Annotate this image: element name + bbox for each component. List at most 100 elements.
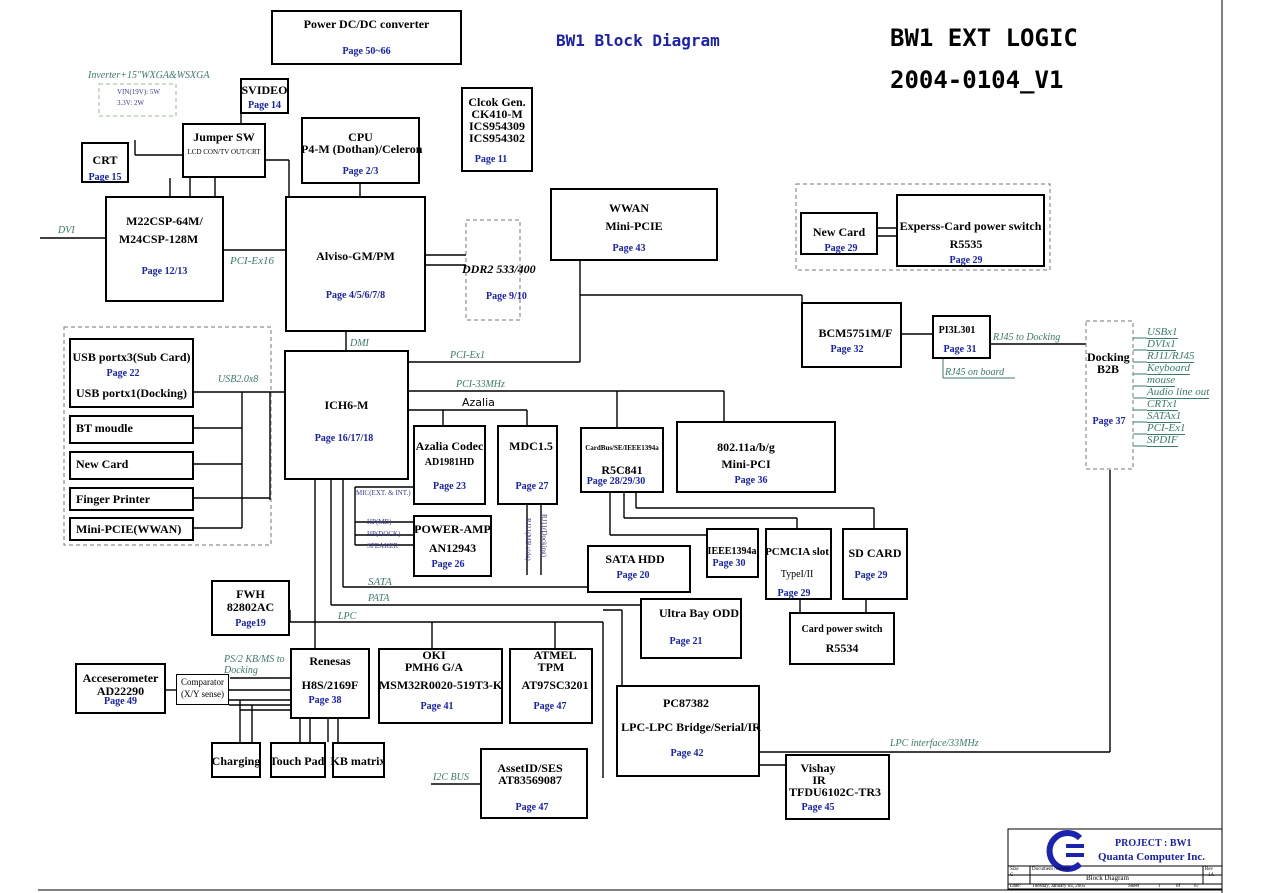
vishay-sub: IR bbox=[812, 773, 826, 787]
ich6-page: Page 16/17/18 bbox=[314, 433, 374, 444]
mdc-block bbox=[497, 425, 558, 505]
sheet-label: Sheet bbox=[1128, 884, 1140, 889]
hpmb-label: HP(MB) bbox=[367, 518, 392, 526]
atmel-page: Page 47 bbox=[533, 701, 567, 712]
ich6-block bbox=[284, 350, 409, 480]
sdcard-page: Page 29 bbox=[854, 570, 888, 581]
atmel-block bbox=[509, 648, 593, 724]
pcmcia-page: Page 29 bbox=[777, 588, 811, 599]
asset-title: AssetID/SES bbox=[497, 761, 563, 775]
ddr-title: DDR2 533/400 bbox=[462, 262, 536, 276]
pcmcia-block bbox=[765, 528, 832, 600]
fwh-page: Page19 bbox=[235, 618, 266, 629]
pcmcia-title: PCMCIA slot bbox=[765, 546, 829, 558]
wifi-page: Page 36 bbox=[734, 475, 768, 486]
ps2-label: PS/2 KB/MS to bbox=[224, 654, 285, 665]
comparator-title: Comparator bbox=[181, 677, 224, 687]
pc87382-block bbox=[616, 685, 760, 777]
gpu-title: M22CSP-64M/ bbox=[126, 214, 203, 228]
rev-label: Rev bbox=[1205, 867, 1214, 872]
clock-block bbox=[461, 87, 533, 172]
company-label: Quanta Computer Inc. bbox=[1098, 851, 1206, 863]
sata-page: Page 20 bbox=[616, 570, 650, 581]
minipcie-title: Mini-PCIE(WWAN) bbox=[76, 522, 182, 536]
cardbus-block bbox=[580, 427, 664, 493]
renesas-page: Page 38 bbox=[308, 695, 342, 706]
ieee-page: Page 30 bbox=[712, 558, 746, 569]
clock-line-2: CK410-M bbox=[471, 107, 523, 121]
asset-block bbox=[480, 748, 588, 819]
vishay-title: Vishay bbox=[800, 761, 836, 775]
accel-block bbox=[75, 663, 166, 714]
clock-line-1: Clcok Gen. bbox=[468, 95, 526, 109]
ieee-block bbox=[706, 528, 759, 578]
vishay-page: Page 45 bbox=[801, 802, 835, 813]
pi3l-block bbox=[932, 315, 991, 359]
cardpower-sub: R5534 bbox=[825, 641, 859, 655]
touchpad-title: Touch Pad bbox=[269, 754, 325, 768]
odd-title: Ultra Bay ODD bbox=[659, 606, 739, 620]
newcard-top-block bbox=[800, 212, 878, 255]
usb1-title: USB portx1(Docking) bbox=[75, 386, 187, 400]
express-sub: R5535 bbox=[949, 237, 983, 251]
inverter-label: Inverter+15"WXGA&WSXGA bbox=[88, 70, 210, 81]
asset-page: Page 47 bbox=[515, 802, 549, 813]
hpdock-label: HP(DOCK) bbox=[367, 530, 401, 538]
ieee-title: IEEE1394a bbox=[707, 546, 757, 557]
clock-line-3: ICS954309 bbox=[468, 119, 525, 133]
usb3-page: Page 22 bbox=[106, 368, 140, 379]
usb20-label: USB2.0x8 bbox=[218, 374, 259, 385]
cpu-title: CPU bbox=[348, 130, 373, 144]
docking-item: PCI-Ex1 bbox=[1147, 422, 1186, 435]
poweramp-title: POWER-AMP bbox=[414, 522, 491, 536]
pi3l-title: PI3L301 bbox=[938, 325, 976, 336]
ps2b-label: Docking bbox=[224, 665, 258, 676]
gpu-sub: M24CSP-128M bbox=[118, 232, 199, 246]
pciex16-label: PCI-Ex16 bbox=[230, 255, 274, 267]
wifi-sub: Mini-PCI bbox=[721, 457, 771, 471]
sata-title: SATA HDD bbox=[605, 552, 665, 566]
wifi-title: 802.11a/b/g bbox=[717, 440, 775, 454]
docking-item: SATAx1 bbox=[1147, 410, 1182, 423]
oki-sub: PMH6 G/A bbox=[404, 660, 464, 674]
comparator-block bbox=[176, 674, 229, 705]
sheet-value: 1 bbox=[1158, 884, 1161, 889]
power-page: Page 50~66 bbox=[342, 46, 391, 57]
docking-item: CRTx1 bbox=[1147, 398, 1178, 411]
wwan-page: Page 43 bbox=[612, 243, 646, 254]
comparator-sub: (X/Y sense) bbox=[181, 689, 224, 699]
mdc-page: Page 27 bbox=[515, 481, 549, 492]
crt-title: CRT bbox=[92, 153, 118, 167]
atmel-sub2: AT97SC3201 bbox=[521, 678, 589, 692]
renesas-block bbox=[290, 648, 370, 719]
poweramp-sub: AN12943 bbox=[428, 541, 477, 555]
bt-block bbox=[69, 415, 194, 444]
speaker-label: SPEAKER bbox=[367, 542, 399, 550]
clock-page: Page 11 bbox=[474, 154, 508, 165]
charging-title: Charging bbox=[211, 754, 261, 768]
dmi-label: DMI bbox=[350, 338, 369, 349]
date-value: Tuesday, January 04, 2005 bbox=[1032, 884, 1086, 889]
project-label: PROJECT : BW1 bbox=[1115, 838, 1192, 849]
pci33-label: PCI-33MHz bbox=[456, 379, 505, 390]
gpu-page: Page 12/13 bbox=[141, 266, 188, 277]
of-label: of bbox=[1176, 884, 1181, 889]
poweramp-block bbox=[413, 515, 492, 577]
wwan-sub: Mini-PCIE bbox=[605, 219, 663, 233]
odd-block bbox=[640, 598, 742, 659]
gpu-block bbox=[105, 196, 224, 302]
cardpower-block bbox=[789, 612, 895, 665]
crt-page: Page 15 bbox=[88, 172, 122, 183]
jumper-title: Jumper SW bbox=[193, 130, 255, 144]
fwh-sub: 82802AC bbox=[226, 600, 275, 614]
size-value: C bbox=[1010, 873, 1014, 878]
total-value: 67 bbox=[1194, 884, 1199, 889]
docking-page: Page 37 bbox=[1092, 416, 1126, 427]
doc-title: Block Diagram bbox=[1086, 874, 1129, 882]
cardbus-sub: R5C841 bbox=[601, 463, 643, 477]
azalia-page: Page 23 bbox=[432, 481, 467, 492]
cardpower-title: Card power switch bbox=[801, 624, 883, 635]
kbmatrix-block bbox=[332, 742, 385, 778]
oki-block bbox=[378, 648, 503, 724]
